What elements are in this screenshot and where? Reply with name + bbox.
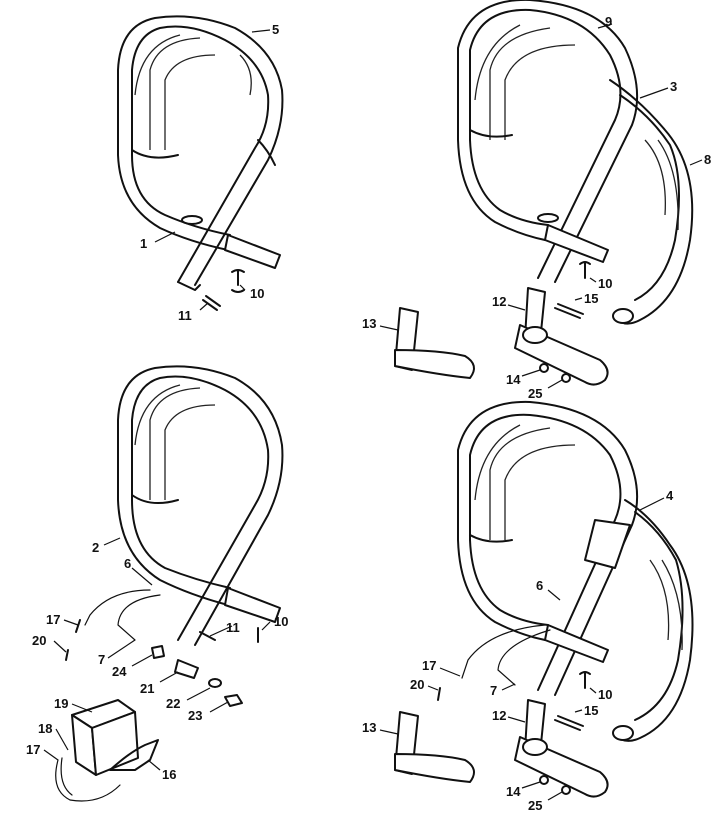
label-part-10-b: 10 [598, 276, 612, 291]
label-part-18: 18 [38, 721, 52, 736]
label-part-17-c: 17 [422, 658, 436, 673]
label-part-12: 12 [492, 294, 506, 309]
mounting-bracket-top [514, 287, 609, 386]
label-part-2: 2 [92, 540, 99, 555]
handle-bar-assembly-top-left [117, 15, 284, 311]
label-part-20-b: 20 [410, 677, 424, 692]
label-part-16: 16 [162, 767, 176, 782]
label-part-7: 7 [98, 652, 105, 667]
damper-part-13-top [394, 307, 475, 379]
label-part-10-d: 10 [598, 687, 612, 702]
label-part-17-b: 17 [26, 742, 40, 757]
label-part-19: 19 [54, 696, 68, 711]
label-part-13-b: 13 [362, 720, 376, 735]
label-part-20: 20 [32, 633, 46, 648]
label-part-9: 9 [605, 14, 612, 29]
label-part-22: 22 [166, 696, 180, 711]
label-part-15: 15 [584, 291, 598, 306]
handle-bar-assembly-top-right [457, 0, 694, 325]
label-part-4: 4 [666, 488, 674, 503]
heater-element-parts [55, 699, 159, 802]
handle-bar-assembly-bottom-right [437, 400, 694, 742]
label-part-11: 11 [178, 308, 192, 323]
handle-bar-assembly-bottom-left [65, 365, 284, 707]
label-part-14-b: 14 [506, 784, 521, 799]
label-part-11-b: 11 [226, 620, 240, 635]
label-part-24: 24 [112, 664, 127, 679]
label-part-17: 17 [46, 612, 60, 627]
label-part-13: 13 [362, 316, 376, 331]
label-part-5: 5 [272, 22, 279, 37]
label-part-6: 6 [124, 556, 131, 571]
label-part-8: 8 [704, 152, 711, 167]
label-part-1: 1 [140, 236, 147, 251]
label-part-3: 3 [670, 79, 677, 94]
label-part-25-b: 25 [528, 798, 542, 813]
mounting-bracket-bottom [514, 699, 609, 798]
label-part-15-b: 15 [584, 703, 598, 718]
label-part-21: 21 [140, 681, 154, 696]
label-part-14: 14 [506, 372, 521, 387]
label-part-7-b: 7 [490, 683, 497, 698]
label-part-25: 25 [528, 386, 542, 401]
label-part-10: 10 [250, 286, 264, 301]
label-part-12-b: 12 [492, 708, 506, 723]
damper-part-13-bottom [394, 711, 475, 783]
label-part-6-b: 6 [536, 578, 543, 593]
label-part-10-c: 10 [274, 614, 288, 629]
label-part-23: 23 [188, 708, 202, 723]
